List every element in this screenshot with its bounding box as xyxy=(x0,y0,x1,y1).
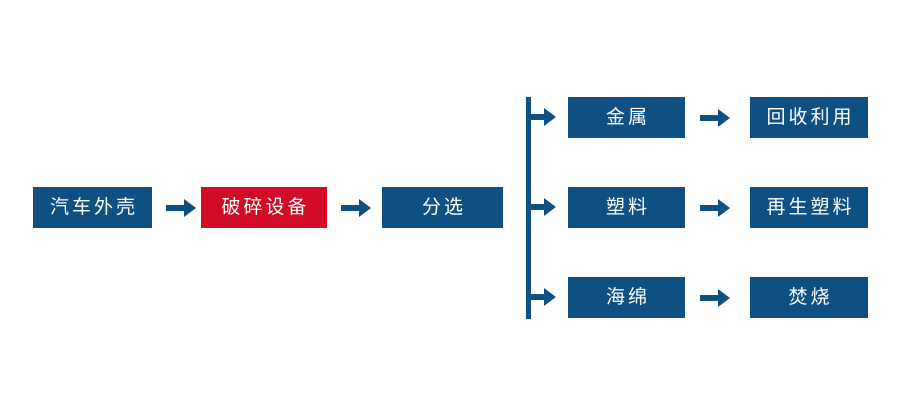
node-incineration-label: 焚烧 xyxy=(788,287,833,308)
node-sorting[interactable]: 分选 xyxy=(382,187,503,228)
node-crusher-label: 破碎设备 xyxy=(221,197,310,218)
node-shell[interactable]: 汽车外壳 xyxy=(33,187,152,228)
node-sponge[interactable]: 海绵 xyxy=(568,277,685,318)
right-arrow-icon-branch-plastic xyxy=(530,196,556,218)
node-plastic-label: 塑料 xyxy=(605,197,650,218)
right-arrow-icon-plastic-to-regen xyxy=(700,197,730,219)
node-recycle-label: 回收利用 xyxy=(766,107,855,128)
right-arrow-icon-crusher-to-sorting xyxy=(341,197,371,219)
right-arrow-icon-sponge-to-incinerate xyxy=(700,287,730,309)
node-regenerated-plastic-label: 再生塑料 xyxy=(766,197,855,218)
node-metal[interactable]: 金属 xyxy=(568,97,685,138)
right-arrow-icon-shell-to-crusher xyxy=(166,197,196,219)
right-arrow-icon-branch-sponge xyxy=(530,286,556,308)
right-arrow-icon-metal-to-recycle xyxy=(700,107,730,129)
node-incineration[interactable]: 焚烧 xyxy=(750,277,868,318)
node-crusher[interactable]: 破碎设备 xyxy=(201,187,327,228)
node-sponge-label: 海绵 xyxy=(605,287,650,308)
node-recycle[interactable]: 回收利用 xyxy=(750,97,868,138)
vertical-split-line xyxy=(526,97,531,319)
node-plastic[interactable]: 塑料 xyxy=(568,187,685,228)
node-shell-label: 汽车外壳 xyxy=(49,197,138,218)
node-sorting-label: 分选 xyxy=(421,197,466,218)
node-metal-label: 金属 xyxy=(605,107,650,128)
right-arrow-icon-branch-metal xyxy=(530,106,556,128)
node-regenerated-plastic[interactable]: 再生塑料 xyxy=(750,187,868,228)
